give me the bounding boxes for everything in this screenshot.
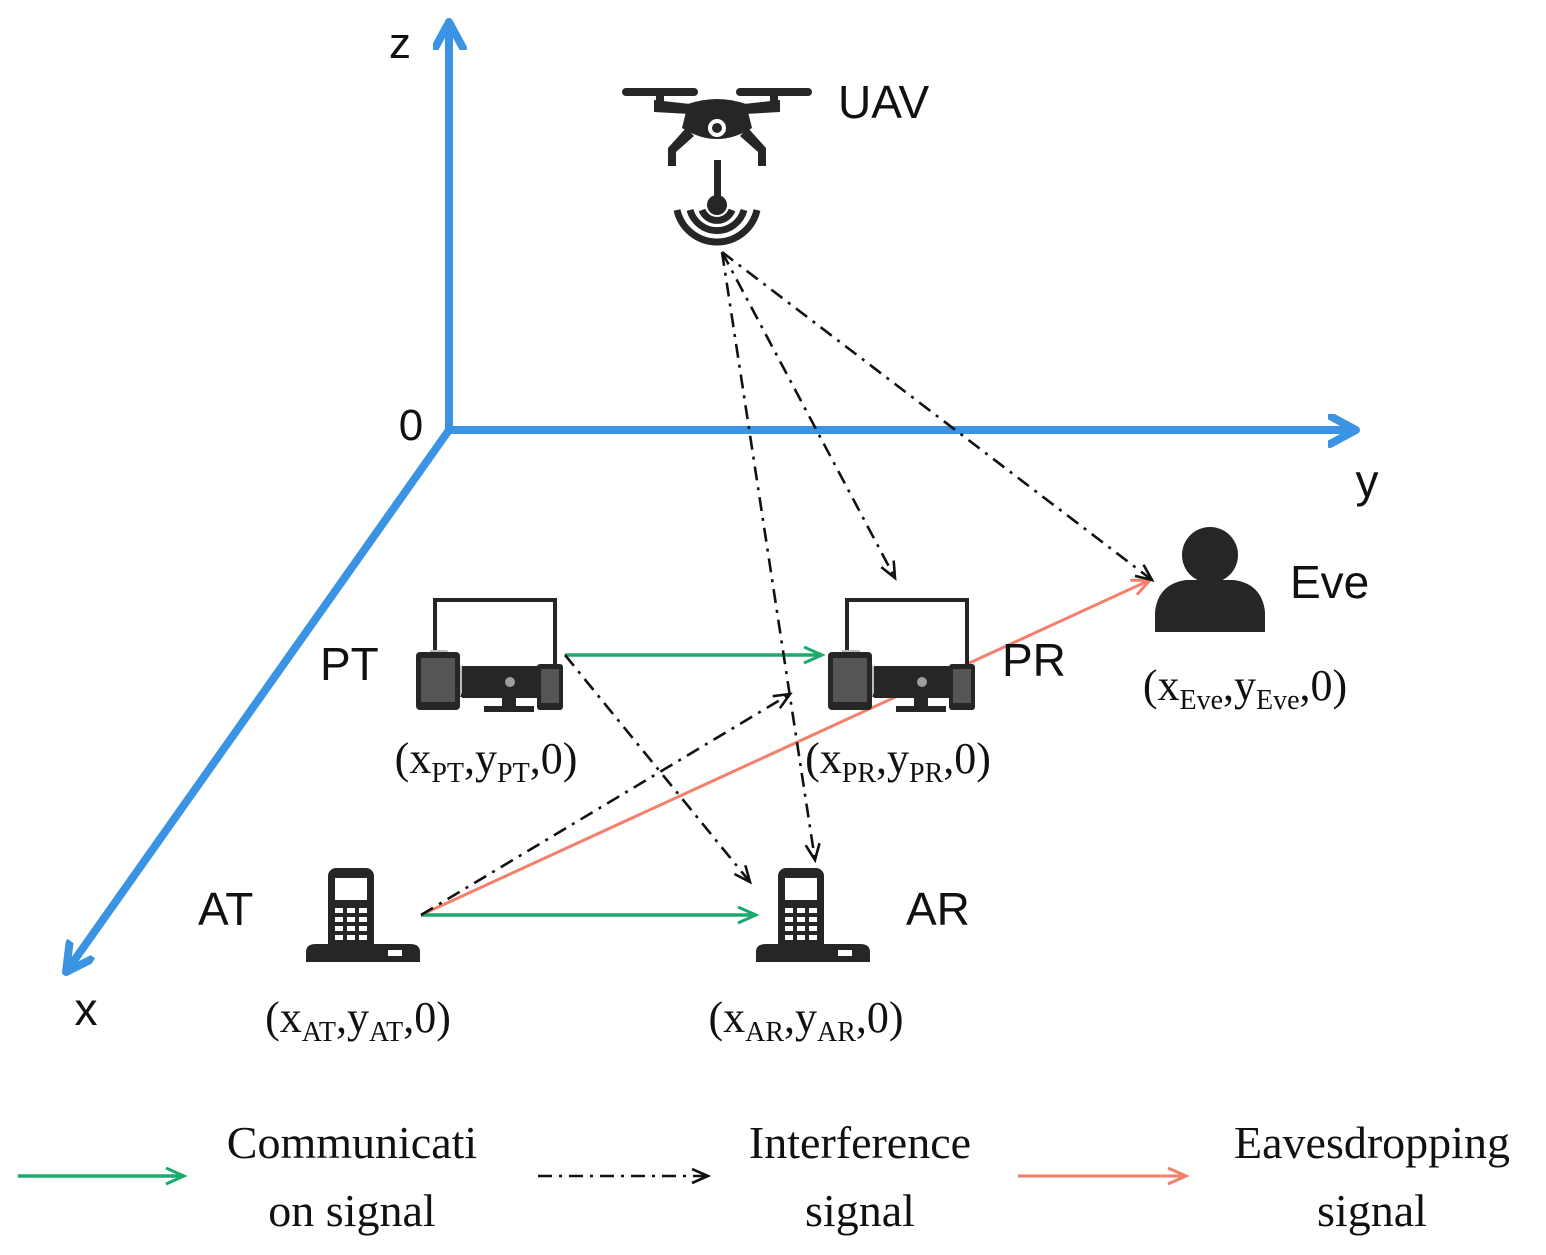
interference-link-pt-ar: [563, 654, 750, 882]
antenna-icon: [673, 160, 761, 246]
origin-label: 0: [399, 401, 423, 450]
at-coordinate: (xAT,yAT,0): [265, 993, 451, 1048]
legend-interference-line2: signal: [805, 1185, 915, 1236]
devices-icon: [416, 598, 563, 712]
uav-node: UAV: [622, 76, 929, 246]
ar-node: AR (xAR,yAR,0): [708, 868, 970, 1048]
ar-label: AR: [906, 883, 970, 935]
at-label: AT: [198, 883, 253, 935]
pr-label: PR: [1002, 634, 1066, 686]
pr-coordinate: (xPR,yPR,0): [805, 734, 991, 789]
interference-link-uav-ar: [720, 251, 815, 860]
pr-node: PR (xPR,yPR,0): [805, 598, 1066, 789]
interference-link-uav-eve: [721, 250, 1152, 580]
legend-interference-line1: Interference: [749, 1117, 971, 1168]
interference-link-at-pr: [420, 694, 790, 917]
legend-communication-line2: on signal: [268, 1185, 435, 1236]
devices-icon: [828, 598, 975, 712]
eavesdropping-link-at-eve: [420, 580, 1150, 917]
uav-label: UAV: [838, 76, 929, 128]
x-axis: [66, 427, 453, 972]
ar-coordinate: (xAR,yAR,0): [708, 993, 903, 1048]
eve-coordinate: (xEve,yEve,0): [1143, 661, 1347, 716]
axes: z y x 0: [66, 19, 1379, 1035]
z-axis-label: z: [389, 19, 411, 68]
legend-communication: Communicati on signal: [18, 1117, 477, 1236]
cordless-phone-icon: [306, 868, 420, 962]
drone-icon: [622, 88, 812, 166]
y-axis-label: y: [1356, 455, 1379, 507]
signal-links: [420, 250, 1152, 917]
legend-eavesdropping-line1: Eavesdropping: [1234, 1117, 1510, 1168]
pt-coordinate: (xPT,yPT,0): [395, 734, 578, 789]
legend: Communicati on signal Interference signa…: [18, 1117, 1510, 1236]
legend-communication-line1: Communicati: [227, 1117, 477, 1168]
legend-eavesdropping-line2: signal: [1317, 1185, 1427, 1236]
pt-node: PT (xPT,yPT,0): [320, 598, 578, 789]
legend-interference: Interference signal: [538, 1117, 971, 1236]
cordless-phone-icon: [756, 868, 870, 962]
user-icon: [1155, 527, 1265, 632]
x-axis-label: x: [75, 983, 98, 1035]
at-node: AT (xAT,yAT,0): [198, 868, 451, 1048]
eve-node: Eve (xEve,yEve,0): [1143, 527, 1369, 716]
pt-label: PT: [320, 638, 379, 690]
legend-eavesdropping: Eavesdropping signal: [1018, 1117, 1510, 1236]
eve-label: Eve: [1290, 556, 1369, 608]
